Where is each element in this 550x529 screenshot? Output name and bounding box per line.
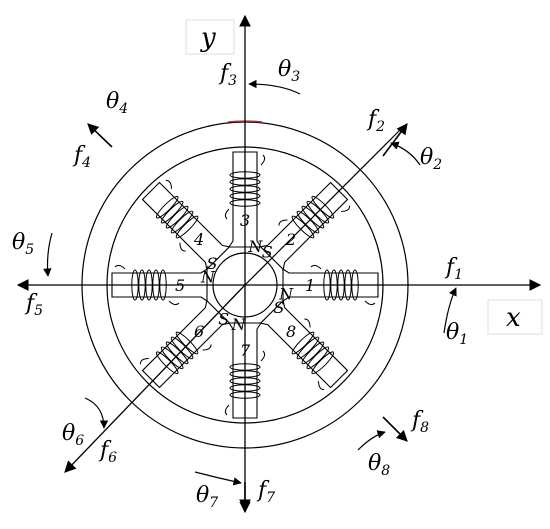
theta-label-7: θ7 [196,483,218,511]
coil-lead [165,179,186,252]
force-label-8: f8 [410,408,429,436]
pole-body-4 [141,181,231,271]
theta-arrow-3 [248,79,301,95]
coil-turn [155,195,179,219]
coil-turn [155,351,179,375]
rotor-mark: S [262,242,273,261]
theta-label-3: θ3 [278,57,300,85]
theta-label-4: θ4 [106,89,128,117]
coil-lead [310,264,376,306]
coil-turn [160,200,184,224]
theta-label-1: θ1 [446,320,468,348]
theta-arrow-7 [194,471,242,486]
theta-label-2: θ2 [420,145,442,173]
coil-lead [278,205,351,226]
force-label-6: f6 [98,438,117,466]
coil-turn [175,215,199,239]
theta-arrow-5 [43,232,53,277]
coil-lead [114,264,180,306]
x-axis-label: x [506,303,521,333]
coil-turn [291,331,315,355]
coil-turn [311,351,335,375]
theta-arrow-6 [84,397,109,429]
force-label-5: f5 [24,291,43,319]
theta-arrow-2 [390,141,421,166]
y-label-box [185,19,235,55]
rotor-mark: N [231,315,247,334]
diagonal-axis-2-6 [244,129,401,286]
rotor-mark: N [200,268,216,287]
coil-turn [170,210,194,234]
force-arrow-4 [87,123,113,148]
rotor-mark: S [218,310,229,329]
coil-turn [175,331,199,355]
pole-body-6 [141,299,231,389]
theta-label-6: θ6 [62,421,84,449]
pole-number-4: 4 [193,230,204,249]
stator-pole-4 [141,179,231,271]
force-label-1: f1 [444,255,463,283]
y-axis-label: y [200,23,216,53]
theta-label-8: θ8 [368,451,390,479]
x-label-box [487,299,543,335]
coil-turn [170,336,194,360]
stator-pole-8 [259,299,349,391]
force-arrow-8 [382,416,408,442]
coil-lead [224,350,266,416]
rotor-mark: N [247,237,263,256]
theta-arrow-8 [357,430,386,451]
coil-lead [224,154,266,220]
force-arrow-2 [382,123,408,157]
rotor-mark: S [206,254,217,273]
force-label-7: f7 [256,478,275,506]
coil-lead [139,344,212,365]
pole-body-8 [259,299,349,389]
pole-number-6: 6 [194,322,204,341]
coil-turn [160,346,184,370]
stator-pole-6 [139,299,231,389]
coil-lead [304,318,325,391]
diagonal-axis-6 [64,284,246,473]
theta-label-5: θ5 [12,230,34,258]
theta-arrow-1 [443,287,457,334]
pole-number-8: 8 [286,322,296,341]
coil-turn [301,341,325,365]
coil-turn [165,205,189,229]
rotor-mark: S [274,298,285,317]
coil-turn [296,336,320,360]
force-label-2: f2 [366,107,385,135]
coil-turn [165,341,189,365]
force-label-3: f3 [218,61,237,89]
coil-turn [306,346,330,370]
force-label-4: f4 [72,143,91,171]
